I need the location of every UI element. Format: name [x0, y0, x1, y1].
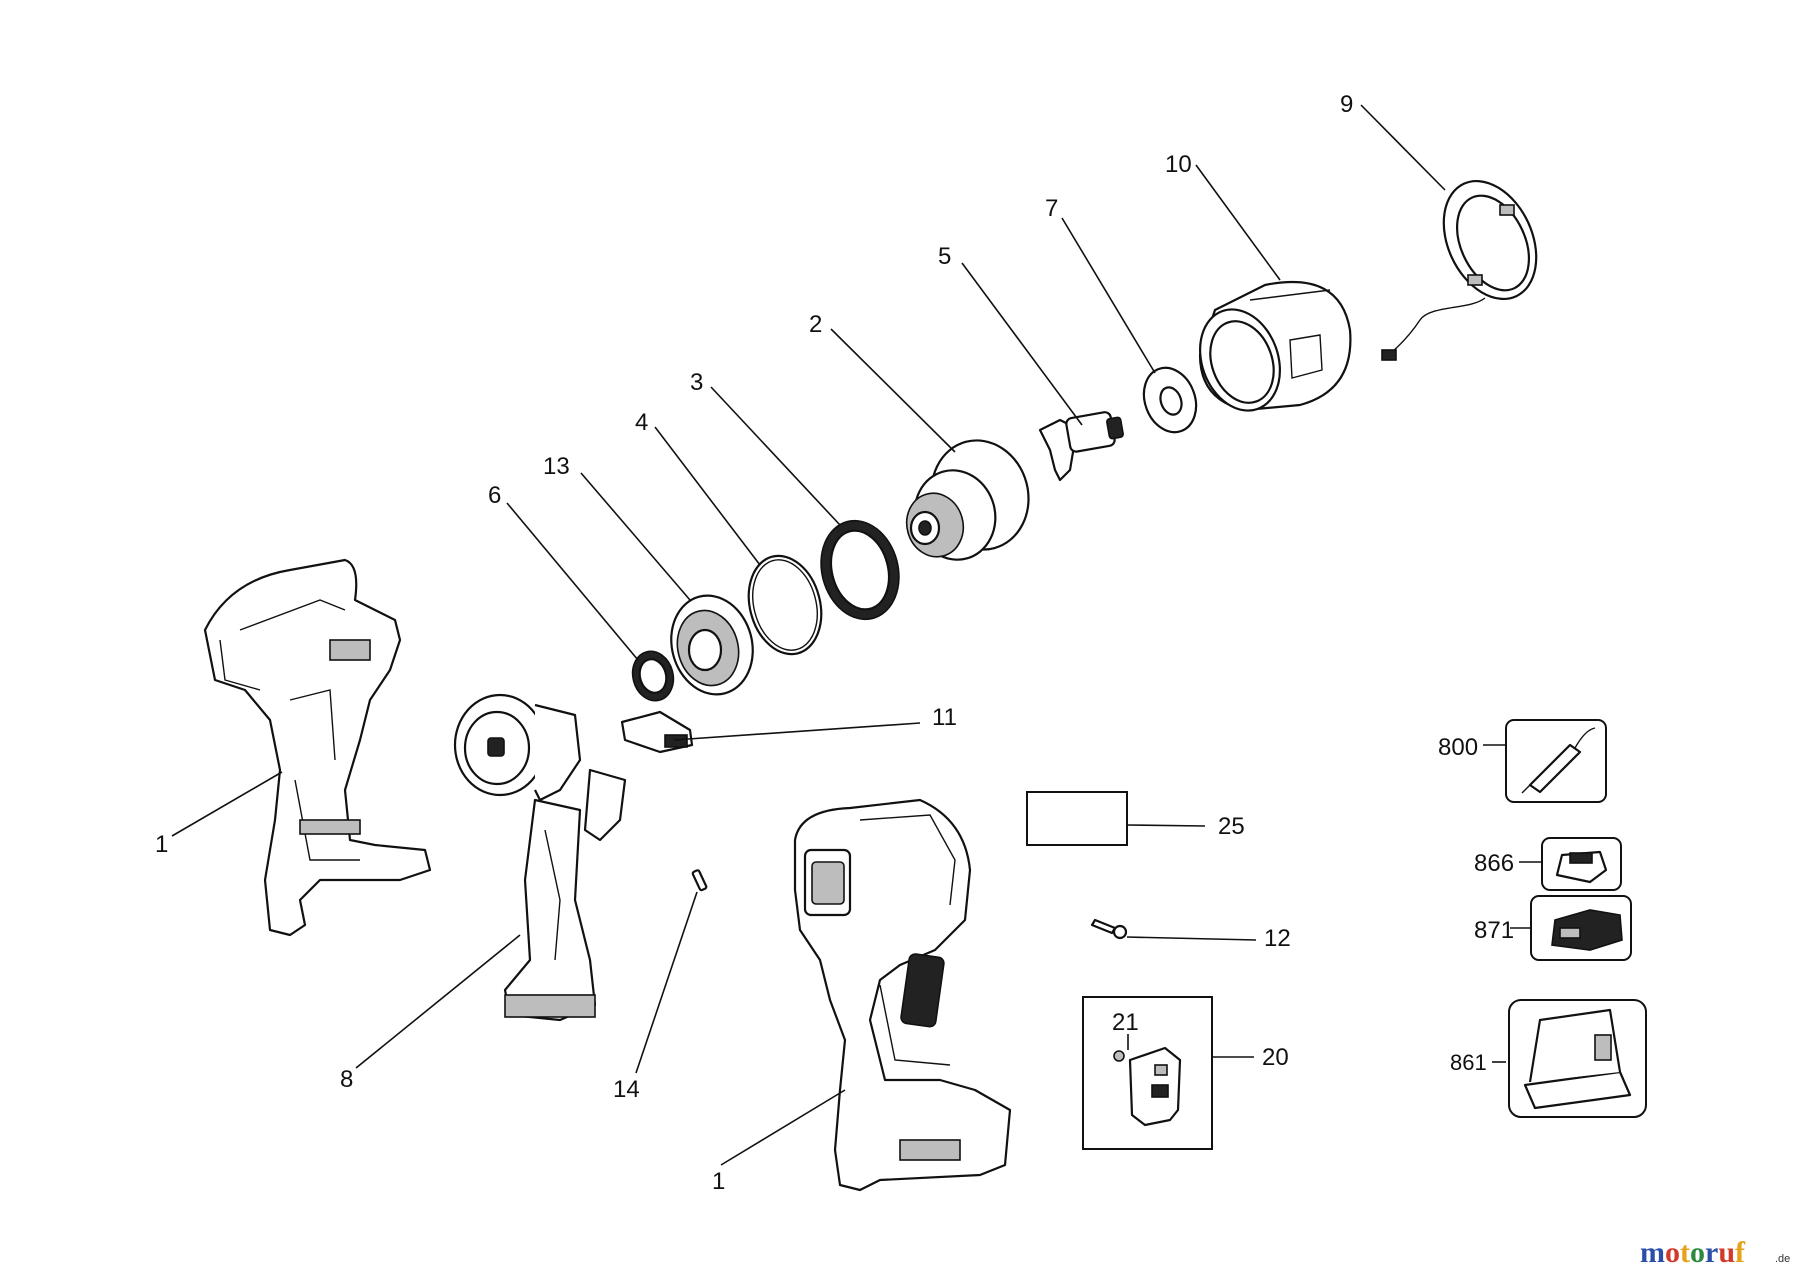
callout-11: 11: [932, 704, 957, 731]
callout-871: 871: [1474, 917, 1514, 944]
part-10-motor-housing: [1198, 280, 1352, 412]
callout-800: 800: [1438, 734, 1478, 761]
part-1-housing-assembled: [793, 798, 1012, 1192]
callout-866: 866: [1474, 850, 1514, 877]
callout-1-left: 1: [155, 831, 168, 858]
callout-5: 5: [938, 243, 951, 270]
callout-1-right: 1: [712, 1168, 725, 1195]
callout-10: 10: [1165, 151, 1192, 178]
callout-25: 25: [1218, 813, 1245, 840]
logo-letter: t: [1680, 1236, 1690, 1269]
callout-2: 2: [809, 311, 822, 338]
leader-lines: [171, 104, 1542, 1166]
part-3-ring-gear: [820, 519, 900, 621]
part-871-battery-large: [1530, 895, 1632, 961]
part-13-planet-carrier: [670, 594, 754, 696]
logo-letter: m: [1640, 1236, 1665, 1269]
svg-text:motoruf: motoruf: [1640, 1236, 1746, 1269]
part-800-grease: [1505, 719, 1607, 803]
callout-8: 8: [340, 1066, 353, 1093]
part-14-pin: [691, 869, 708, 892]
part-861-case: [1508, 999, 1647, 1118]
part-8-motor-electronics: [453, 693, 627, 1022]
part-11-switch: [620, 710, 694, 754]
callout-21: 21: [1112, 1009, 1139, 1036]
part-20-belt-clip-kit: [1082, 996, 1213, 1150]
callout-9: 9: [1340, 91, 1353, 118]
callout-20: 20: [1262, 1044, 1289, 1071]
callout-12: 12: [1264, 925, 1291, 952]
part-4-o-ring: [747, 554, 823, 656]
callout-labels: 9 10 7 5 2 3 4 13 6 11 1 8 14 1 25 12 20…: [155, 91, 1514, 1195]
part-6-retaining-ring: [631, 650, 675, 702]
callout-13: 13: [543, 453, 570, 480]
logo-letter: u: [1718, 1236, 1735, 1269]
part-25-label: [1026, 791, 1128, 846]
logo-letter: f: [1735, 1236, 1746, 1269]
part-2-hammer-mechanism: [905, 439, 1030, 561]
part-1-housing-half-left: [203, 558, 432, 937]
part-5-anvil: [1038, 411, 1124, 482]
motoruf-logo: motoruf .de: [1640, 1236, 1790, 1269]
logo-letter: r: [1705, 1236, 1718, 1269]
callout-14: 14: [613, 1076, 640, 1103]
callout-6: 6: [488, 482, 501, 509]
callout-4: 4: [635, 409, 648, 436]
callout-7: 7: [1045, 195, 1058, 222]
logo-letter: o: [1690, 1236, 1705, 1269]
part-9-rear-cover: [1381, 179, 1538, 361]
part-21-screw: [1113, 1050, 1125, 1062]
logo-letter: o: [1665, 1236, 1680, 1269]
part-866-battery-small: [1541, 837, 1622, 891]
part-7-washer: [1142, 366, 1198, 434]
part-12-screw: [1090, 918, 1128, 940]
callout-3: 3: [690, 369, 703, 396]
callout-861: 861: [1450, 1050, 1487, 1075]
svg-text:.de: .de: [1775, 1253, 1790, 1265]
